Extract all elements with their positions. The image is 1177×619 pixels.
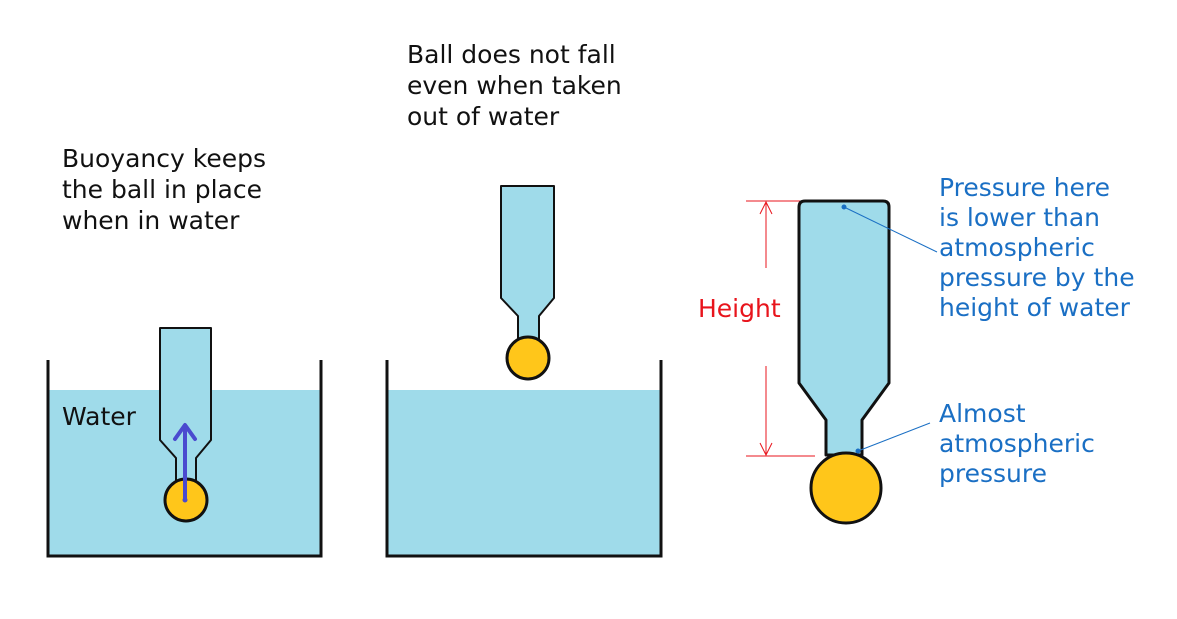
caption-line: the ball in place xyxy=(62,175,262,204)
caption-out-of-water: Ball does not fall even when taken out o… xyxy=(407,40,630,131)
buoyancy-arrowhead xyxy=(173,423,197,441)
note-line: atmospheric xyxy=(939,233,1095,262)
arrow-origin-dot xyxy=(182,497,188,503)
tank-wall xyxy=(385,360,663,558)
tank-water xyxy=(387,390,661,556)
height-arrowhead-top xyxy=(759,200,773,215)
top-pressure-note: Pressure here is lower than atmospheric … xyxy=(939,173,1143,322)
caption-line: even when taken xyxy=(407,71,622,100)
caption-line: Ball does not fall xyxy=(407,40,616,69)
note-line: Pressure here xyxy=(939,173,1110,202)
caption-line: Buoyancy keeps xyxy=(62,144,266,173)
caption-in-water: Buoyancy keeps the ball in place when in… xyxy=(62,144,274,235)
panel-in-water: Buoyancy keeps the ball in place when in… xyxy=(46,144,323,558)
tank-wall xyxy=(46,360,323,558)
note-line: pressure xyxy=(939,459,1047,488)
panel-pressure: Height Pressure here is lower than atmos… xyxy=(698,173,1143,525)
ball xyxy=(505,335,551,381)
note-line: atmospheric xyxy=(939,429,1095,458)
note-line: height of water xyxy=(939,293,1131,322)
bottle xyxy=(500,185,555,341)
bottom-pointer-line xyxy=(857,422,931,452)
bottle xyxy=(797,199,891,457)
note-line: pressure by the xyxy=(939,263,1135,292)
note-line: is lower than xyxy=(939,203,1100,232)
caption-line: out of water xyxy=(407,102,560,131)
caption-line: when in water xyxy=(62,206,240,235)
note-line: Almost xyxy=(939,399,1026,428)
ball xyxy=(809,451,883,525)
water-label: Water xyxy=(62,402,137,431)
top-pointer-line xyxy=(843,206,938,253)
height-arrowhead-bottom xyxy=(759,442,773,457)
height-label: Height xyxy=(698,294,781,323)
bottom-pressure-note: Almost atmospheric pressure xyxy=(939,399,1103,488)
panel-out-of-water: Ball does not fall even when taken out o… xyxy=(385,40,663,558)
